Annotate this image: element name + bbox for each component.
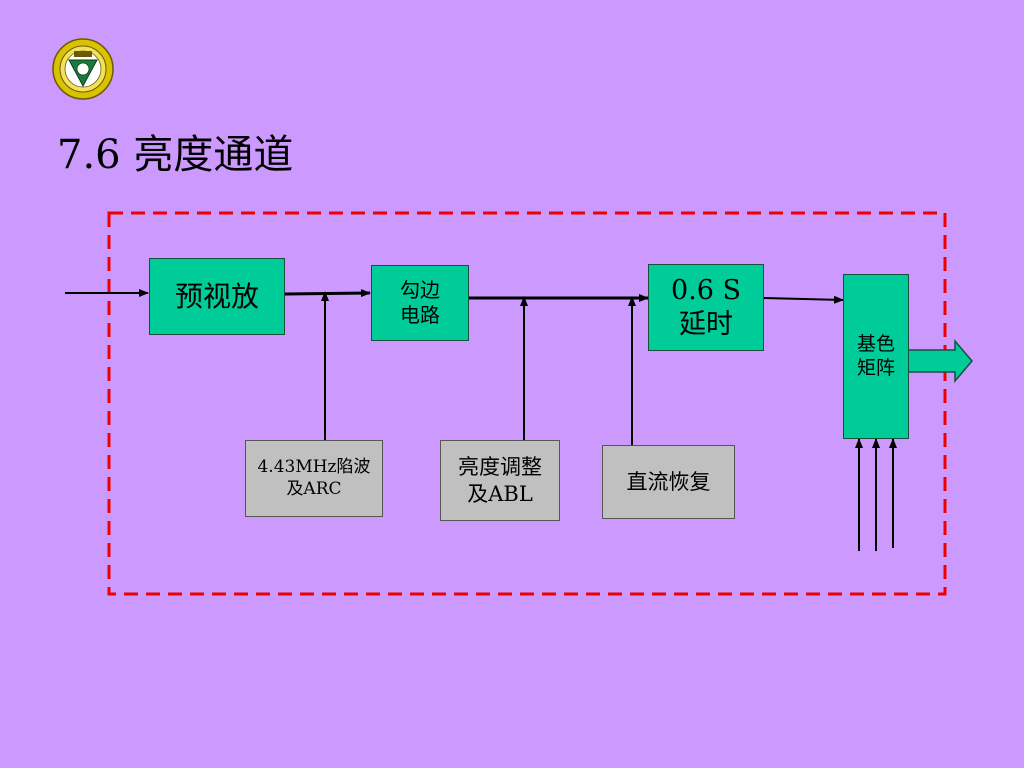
block-preamp: 预视放 <box>149 258 285 335</box>
block-delay: 0.6 S 延时 <box>648 264 764 351</box>
block-trap-arc: 4.43MHz陷波 及ARC <box>245 440 383 517</box>
page-title: 7.6 亮度通道 <box>57 132 294 178</box>
block-color-matrix: 基色 矩阵 <box>843 274 909 439</box>
output-block-arrow <box>904 338 973 384</box>
block-edge-circuit: 勾边 电路 <box>371 265 469 341</box>
block-dc-restore: 直流恢复 <box>602 445 735 519</box>
emblem-logo <box>52 38 114 100</box>
arrow-preamp-edge <box>284 289 371 298</box>
arrow-delay-matrix <box>763 295 844 304</box>
block-brightness-abl: 亮度调整 及ABL <box>440 440 560 521</box>
dashed-frame <box>107 211 947 596</box>
